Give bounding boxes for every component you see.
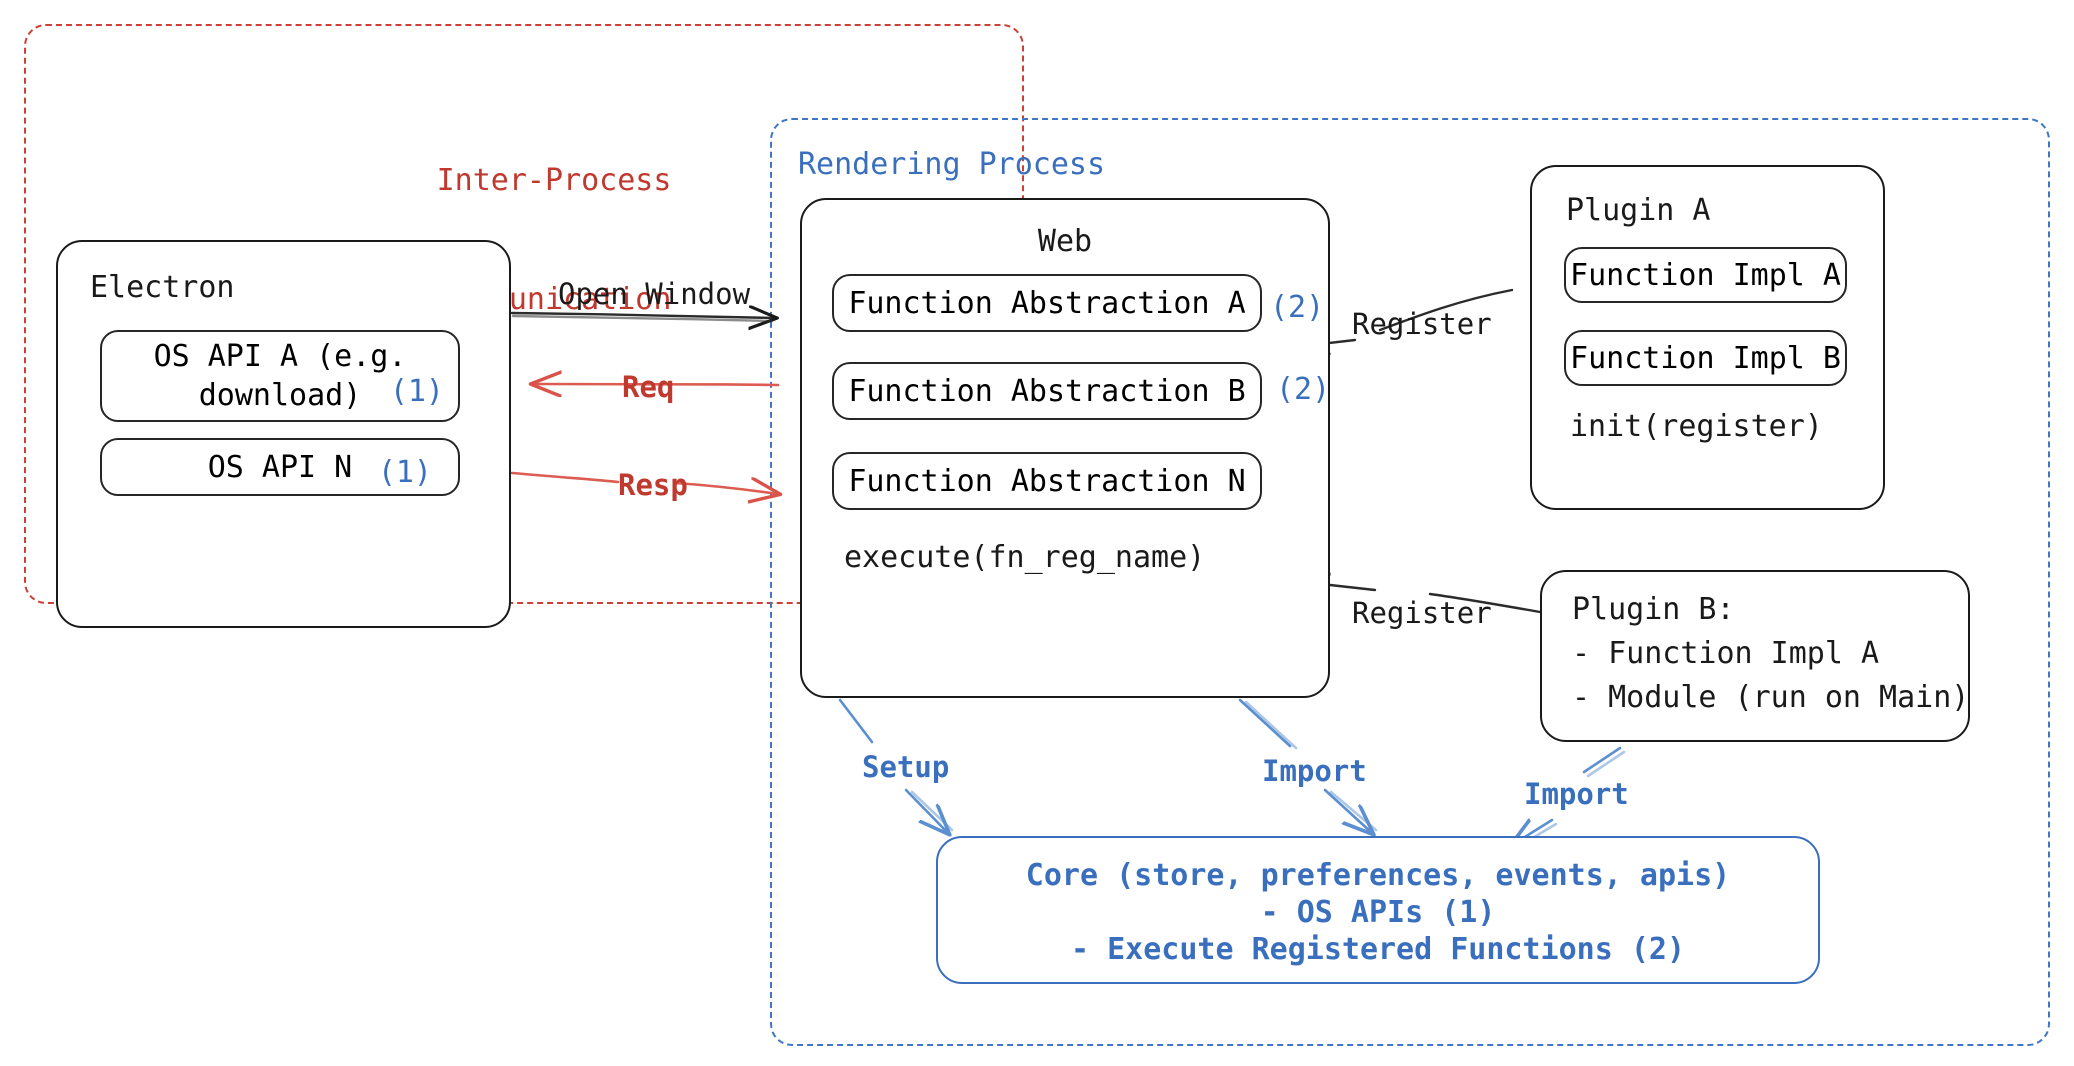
arrow-label-register-plugin-b: Register — [1352, 596, 1492, 630]
plugin-a-box: Plugin A Function Impl A Function Impl B… — [1530, 165, 1885, 510]
plugin-b-item-1: - Module (run on Main) — [1572, 680, 1970, 715]
plugin-b-box: Plugin B: - Function Impl A - Module (ru… — [1540, 570, 1970, 742]
electron-title: Electron — [90, 270, 235, 305]
core-line-3: - Execute Registered Functions (2) — [1070, 932, 1686, 967]
group-label-rendering-process: Rendering Process — [798, 147, 1106, 182]
os-api-n-label: OS API N — [207, 449, 353, 485]
plugin-a-function-impl-a-box[interactable]: Function Impl A — [1564, 247, 1847, 303]
os-api-n-box[interactable]: OS API N (1) — [100, 438, 460, 496]
core-box: Core (store, preferences, events, apis) … — [936, 836, 1820, 984]
arrow-label-setup: Setup — [862, 750, 950, 784]
function-abstraction-b-label: Function Abstraction B — [848, 373, 1246, 409]
function-abstraction-a-box[interactable]: Function Abstraction A — [832, 274, 1262, 332]
ipc-label-line1: Inter-Process — [436, 163, 672, 199]
electron-box: Electron OS API A (e.g. download) (1) OS… — [56, 240, 511, 628]
web-title: Web — [1037, 224, 1093, 259]
function-abstraction-a-mark: (2) — [1270, 290, 1325, 325]
arrow-label-open-window: Open Window — [558, 277, 751, 311]
web-execute-label: execute(fn_reg_name) — [844, 540, 1206, 575]
function-abstraction-n-label: Function Abstraction N — [848, 463, 1246, 499]
group-rendering-process — [770, 118, 2050, 1046]
plugin-a-function-impl-a-label: Function Impl A — [1570, 257, 1841, 293]
plugin-b-item-0: - Function Impl A — [1572, 636, 1880, 671]
plugin-a-title: Plugin A — [1566, 193, 1711, 228]
function-abstraction-b-box[interactable]: Function Abstraction B — [832, 362, 1262, 420]
arrow-label-resp: Resp — [618, 468, 688, 502]
os-api-a-label: OS API A (e.g. download) — [153, 339, 407, 413]
os-api-n-mark: (1) — [377, 455, 432, 490]
web-box: Web Function Abstraction A (2) Function … — [800, 198, 1330, 698]
core-line-1: Core (store, preferences, events, apis) — [1025, 858, 1731, 893]
arrow-label-import-web: Import — [1262, 754, 1367, 788]
function-abstraction-n-box[interactable]: Function Abstraction N — [832, 452, 1262, 510]
os-api-a-box[interactable]: OS API A (e.g. download) (1) — [100, 330, 460, 422]
plugin-b-title: Plugin B: — [1572, 592, 1735, 627]
plugin-a-init-label: init(register) — [1570, 409, 1823, 444]
os-api-a-mark: (1) — [389, 374, 444, 410]
plugin-a-function-impl-b-box[interactable]: Function Impl B — [1564, 330, 1847, 386]
function-abstraction-b-mark: (2) — [1276, 372, 1331, 407]
arrow-label-register-plugin-a: Register — [1352, 307, 1492, 341]
arrow-label-import-plugin: Import — [1524, 777, 1629, 811]
function-abstraction-a-label: Function Abstraction A — [848, 285, 1246, 321]
core-line-2: - OS APIs (1) — [1260, 895, 1496, 930]
arrow-label-req: Req — [622, 370, 675, 404]
plugin-a-function-impl-b-label: Function Impl B — [1570, 340, 1841, 376]
